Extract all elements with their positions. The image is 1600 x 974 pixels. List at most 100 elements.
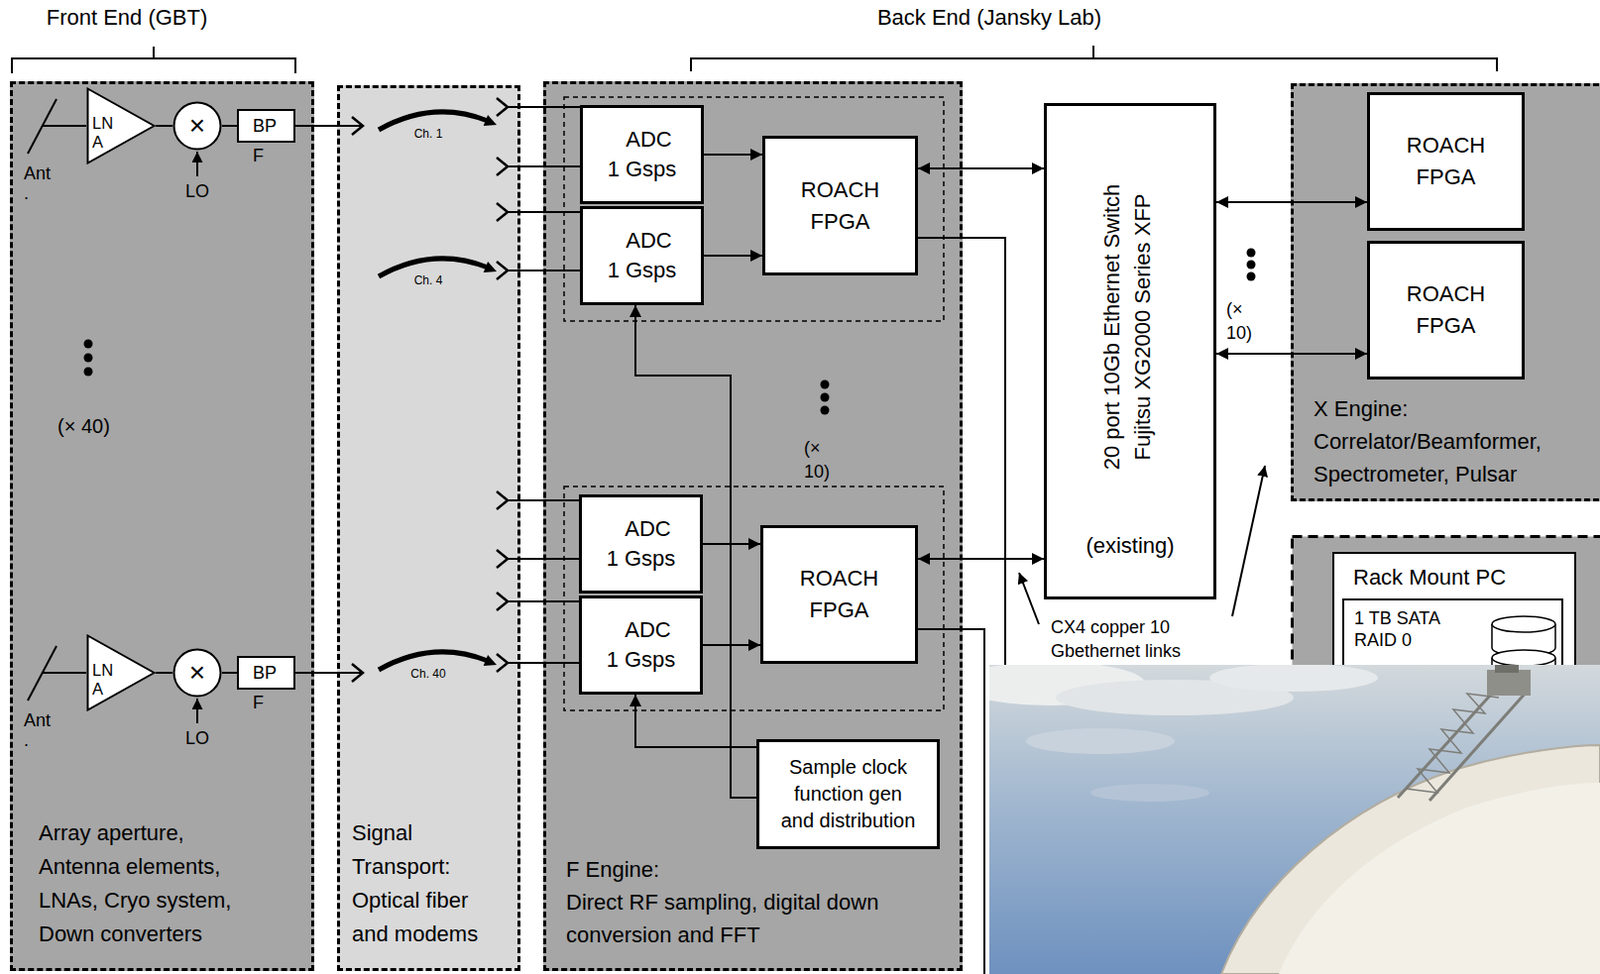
panel-caption: Array aperture, Antenna elements, LNAs, … bbox=[38, 816, 267, 952]
text-holder: LN A bbox=[92, 661, 118, 699]
roach-label: ROACH FPGA bbox=[796, 174, 886, 238]
panel-fill bbox=[9, 81, 315, 972]
section-bracket bbox=[11, 46, 296, 74]
adc-box: ADC 1 Gsps bbox=[579, 206, 704, 306]
fiber-input bbox=[295, 116, 363, 683]
amplifier-triangle: LN A bbox=[86, 634, 156, 712]
board-group bbox=[564, 97, 944, 322]
leader-line bbox=[1232, 465, 1265, 617]
computer-label: Rack Mount PC bbox=[1353, 564, 1506, 592]
text-holder: BP F bbox=[252, 111, 283, 171]
lo-arrow bbox=[196, 151, 199, 177]
channel-label: Ch. 1 bbox=[398, 126, 458, 141]
text-holder: (× 40) bbox=[57, 414, 137, 439]
storage-label: 1 TB SATA RAID 0 bbox=[1354, 607, 1454, 652]
adc-label: ADC 1 Gsps bbox=[603, 615, 680, 676]
section-heading: Back End (Jansky Lab) bbox=[860, 3, 1119, 32]
region-panel: Array aperture, Antenna elements, LNAs, … bbox=[9, 81, 315, 972]
fpga-box: ROACH FPGA bbox=[1367, 240, 1525, 380]
board-group bbox=[564, 486, 944, 711]
switch-box: 20 port 10Gb Ethernet Switch Fujitsu XG2… bbox=[1043, 103, 1217, 600]
channel-label: Ch. 40 bbox=[398, 667, 458, 682]
connector bbox=[222, 672, 237, 675]
adc-box: ADC 1 Gsps bbox=[578, 595, 703, 695]
mixer-shape bbox=[174, 650, 222, 697]
adc-label: ADC 1 Gsps bbox=[604, 124, 681, 185]
mixer-shape bbox=[174, 103, 222, 150]
text-holder: Rack Mount PC bbox=[1353, 564, 1506, 592]
text-holder: (existing) bbox=[1046, 531, 1214, 562]
text-holder: Ant . bbox=[23, 710, 56, 751]
amplifier-shape bbox=[88, 89, 155, 164]
multiplicity-note: (× 10) bbox=[803, 436, 836, 484]
text-holder: (× 10) bbox=[1226, 297, 1258, 345]
connector bbox=[155, 672, 173, 675]
filter-label: BP F bbox=[252, 658, 283, 718]
text-holder: Array aperture, Antenna elements, LNAs, … bbox=[38, 816, 267, 952]
text-holder: 1 TB SATA RAID 0 bbox=[1354, 607, 1454, 652]
text-holder: LO bbox=[167, 727, 228, 750]
connector bbox=[155, 124, 173, 127]
filter-box: BP F bbox=[236, 109, 296, 143]
antenna-label: Ant . bbox=[23, 163, 56, 204]
connector bbox=[703, 153, 763, 156]
text-holder: Ant . bbox=[23, 163, 56, 204]
roach-label: ROACH FPGA bbox=[1401, 278, 1491, 343]
text-holder: Ch. 40 bbox=[398, 667, 458, 682]
clock-box: Sample clock function gen and distributi… bbox=[756, 739, 940, 850]
adc-input bbox=[496, 98, 580, 673]
mixer-circle: × bbox=[172, 648, 223, 698]
connector bbox=[222, 124, 237, 127]
storage-box: 1 TB SATA RAID 0 bbox=[1342, 598, 1564, 666]
panel-fill bbox=[543, 81, 963, 972]
region-panel: X Engine:Correlator/Beamformer, Spectrom… bbox=[1290, 83, 1600, 502]
fpga-box: ROACH FPGA bbox=[762, 135, 918, 276]
connector bbox=[635, 694, 757, 748]
text-holder: Ch. 1 bbox=[398, 126, 458, 141]
leader-line bbox=[1019, 572, 1039, 625]
roach-label: ROACH FPGA bbox=[795, 563, 885, 627]
antenna-label: Ant . bbox=[23, 710, 56, 751]
fpga-box: ROACH FPGA bbox=[1367, 92, 1525, 231]
adc-label: ADC 1 Gsps bbox=[603, 514, 680, 574]
clock-label: Sample clock function gen and distributi… bbox=[778, 754, 919, 835]
region-panel: Signal Transport: Optical fiber and mode… bbox=[337, 85, 521, 972]
roach-label: ROACH FPGA bbox=[1401, 129, 1491, 194]
switch-note: (existing) bbox=[1046, 531, 1214, 562]
text-holder: X Engine:Correlator/Beamformer, Spectrom… bbox=[1313, 392, 1597, 491]
filter-box: BP F bbox=[236, 656, 296, 690]
panel-fill bbox=[337, 85, 521, 972]
region-panel: F Engine:Direct RF sampling, digital dow… bbox=[543, 81, 963, 972]
mixer-circle: × bbox=[172, 101, 223, 151]
adc-box: ADC 1 Gsps bbox=[579, 105, 704, 205]
text-holder: Back End (Jansky Lab) bbox=[860, 3, 1119, 32]
connector bbox=[917, 558, 1044, 561]
text-holder: 20 port 10Gb Ethernet Switch Fujitsu XG2… bbox=[1096, 158, 1158, 496]
link-callout: CX4 copper 10 Gbethernet links bbox=[1050, 615, 1195, 664]
panel-caption: Signal Transport: Optical fiber and mode… bbox=[351, 816, 501, 952]
connector bbox=[703, 254, 763, 257]
section-bracket bbox=[690, 45, 1497, 72]
fpga-box: ROACH FPGA bbox=[760, 525, 918, 665]
computer-box: Rack Mount PC 1 TB SATA RAID 0 bbox=[1332, 552, 1577, 666]
channel-label: Ch. 4 bbox=[398, 273, 458, 288]
mixer-symbol: × bbox=[189, 112, 206, 140]
lo-label: LO bbox=[167, 727, 228, 750]
lo-label: LO bbox=[167, 180, 228, 203]
text-holder: LN A bbox=[92, 114, 118, 152]
panel-fill bbox=[1290, 83, 1600, 502]
amplifier-shape bbox=[88, 636, 155, 711]
lo-arrow bbox=[196, 698, 199, 724]
connector bbox=[917, 167, 1044, 170]
multiplicity-note: (× 10) bbox=[1226, 297, 1258, 345]
multiplicity-note: (× 40) bbox=[57, 414, 137, 439]
adc-box: ADC 1 Gsps bbox=[578, 494, 703, 594]
switch-label: 20 port 10Gb Ethernet Switch Fujitsu XG2… bbox=[1096, 158, 1158, 496]
filter-label: BP F bbox=[252, 111, 283, 171]
adc-label: ADC 1 Gsps bbox=[604, 226, 681, 286]
text-holder: BP F bbox=[252, 658, 283, 718]
box-fill bbox=[1332, 552, 1577, 682]
text-holder: LO bbox=[167, 180, 228, 203]
panel-body: Correlator/Beamformer, Spectrometer, Pul… bbox=[1313, 425, 1597, 491]
text-holder: Ch. 4 bbox=[398, 273, 458, 288]
